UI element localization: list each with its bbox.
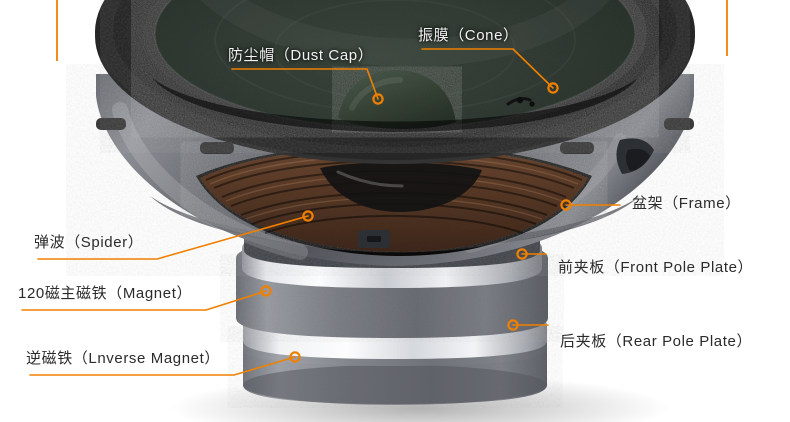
callout-label-front-pole-plate: 前夹板（Front Pole Plate） — [558, 259, 754, 276]
callout-marker-rear-pole-plate[interactable] — [507, 319, 519, 331]
callout-markers — [260, 82, 572, 363]
callout-marker-magnet[interactable] — [260, 285, 272, 297]
leader-line-inverse-magnet — [29, 356, 296, 376]
leader-lines — [21, 48, 621, 376]
leader-line-spider — [37, 215, 309, 260]
edge-leader-lines — [56, 0, 728, 61]
callout-marker-spider[interactable] — [302, 210, 314, 222]
callout-marker-cone[interactable] — [547, 82, 559, 94]
callout-label-rear-pole-plate: 后夹板（Rear Pole Plate） — [560, 333, 753, 350]
callout-marker-inverse-magnet[interactable] — [289, 351, 301, 363]
callout-marker-dust-cap[interactable] — [372, 93, 384, 105]
spider-part — [200, 146, 588, 252]
callout-label-cone: 振膜（Cone） — [418, 27, 519, 44]
callout-label-spider: 弹波（Spider） — [34, 234, 144, 251]
callout-marker-frame[interactable] — [560, 199, 572, 211]
callout-label-dust-cap: 防尘帽（Dust Cap） — [228, 47, 374, 64]
callout-marker-front-pole-plate[interactable] — [516, 248, 528, 260]
terminal-cup — [616, 138, 654, 174]
callout-label-frame: 盆架（Frame） — [632, 195, 741, 212]
leader-line-cone — [421, 48, 554, 89]
rim-lugs — [96, 118, 694, 154]
callout-label-inverse-magnet: 逆磁铁（Lnverse Magnet） — [26, 350, 220, 367]
leader-line-magnet — [21, 290, 267, 311]
cone-assembly-part — [95, 0, 695, 164]
leader-line-dust-cap — [231, 68, 379, 100]
callout-label-magnet: 120磁主磁铁（Magnet） — [18, 285, 193, 302]
